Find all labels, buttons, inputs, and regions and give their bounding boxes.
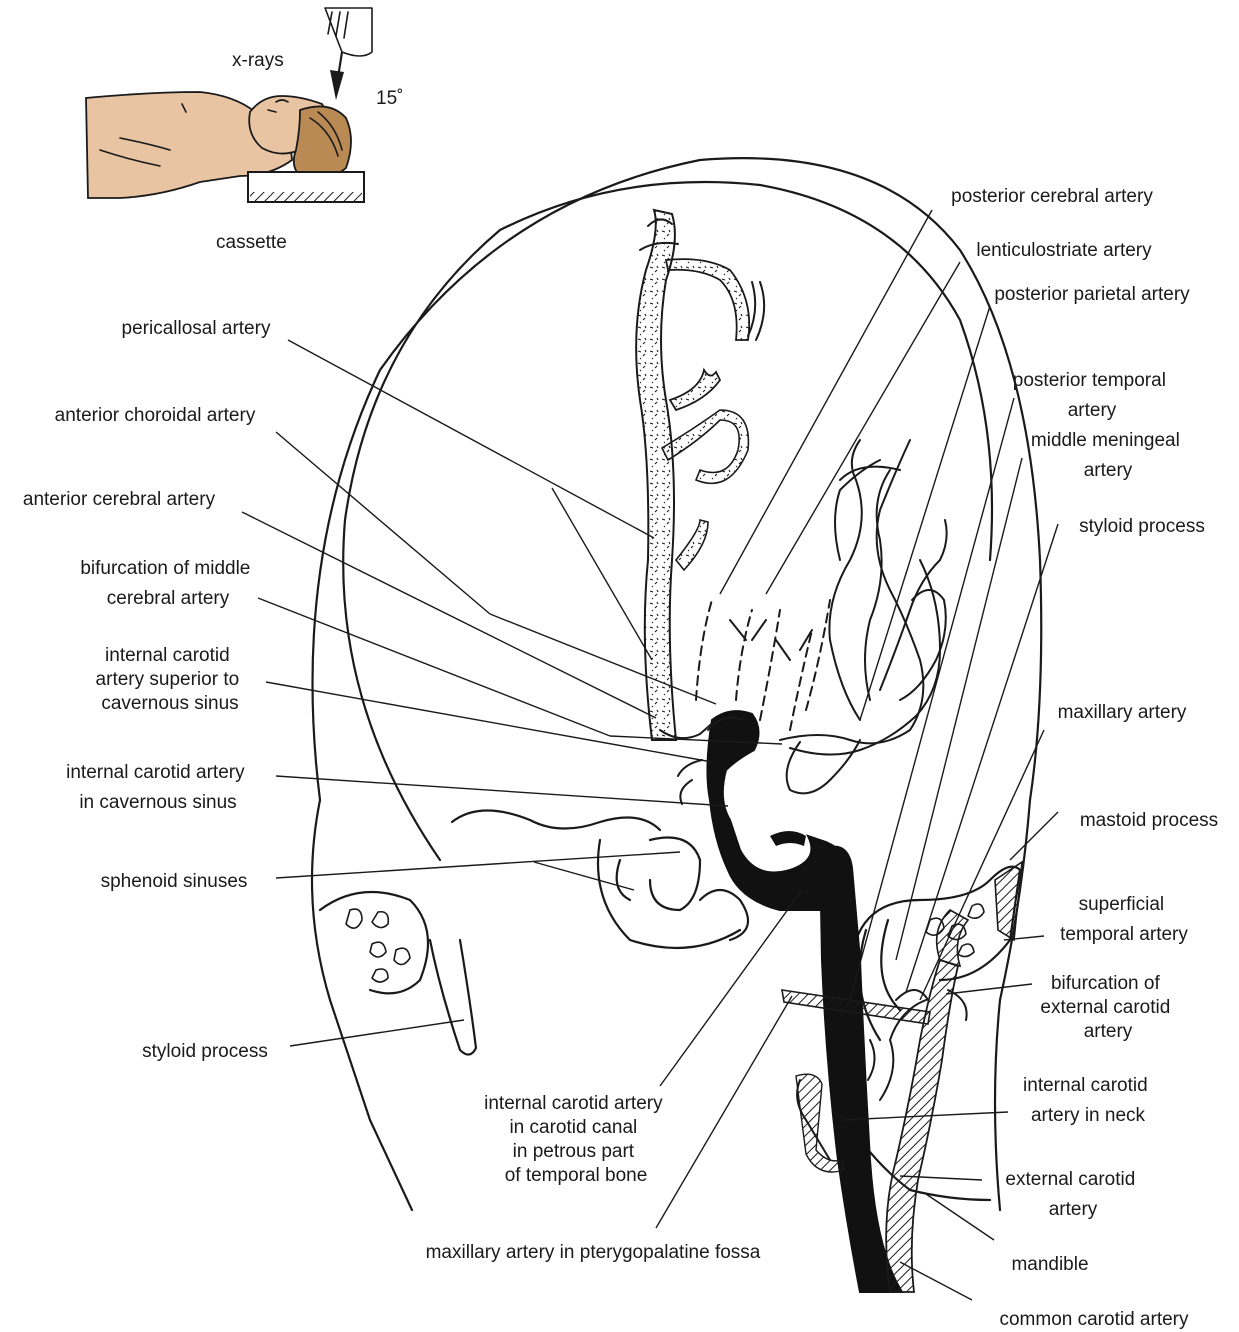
sphenoid-sinuses <box>452 810 748 948</box>
patient-hair <box>294 106 351 177</box>
label-pericallosal-artery: pericallosal artery <box>122 318 271 339</box>
lenticulostriate-branches <box>696 600 830 730</box>
label-posterior-temporal-artery: posterior temporal artery <box>1013 370 1171 421</box>
leader-maxillary-fossa <box>656 996 792 1228</box>
label-internal-carotid-neck: internal carotid artery in neck <box>1023 1075 1153 1126</box>
leader-posterior-cerebral <box>720 210 932 594</box>
label-anterior-cerebral-artery: anterior cerebral artery <box>23 489 216 510</box>
label-posterior-parietal-artery: posterior parietal artery <box>994 284 1190 305</box>
label-common-carotid-artery: common carotid artery <box>999 1309 1189 1330</box>
external-carotid-artery <box>880 910 968 1292</box>
label-bifurcation-middle-cerebral: bifurcation of middle cerebral artery <box>80 558 255 609</box>
angle-label: 15˚ <box>376 88 403 109</box>
leader-pericallosal <box>288 340 654 538</box>
label-middle-meningeal-artery: middle meningeal artery <box>1031 430 1185 481</box>
label-ica-in-cavernous: internal carotid artery in cavernous sin… <box>66 762 250 813</box>
label-mandible: mandible <box>1011 1254 1088 1275</box>
leader-bifurcation-mca <box>258 598 610 736</box>
leader-lenticulostriate <box>766 262 960 594</box>
label-ica-superior-cavernous: internal carotid artery superior to cave… <box>96 645 245 714</box>
label-ica-carotid-canal: internal carotid artery in carotid canal… <box>484 1093 668 1186</box>
leader-mastoid <box>1010 812 1058 860</box>
label-bifurcation-external-carotid: bifurcation of external carotid artery <box>1040 973 1175 1042</box>
leader-styloid-left <box>290 1020 464 1046</box>
leader-ica-carotid-canal <box>660 890 802 1086</box>
patient-positioning-inset: x-rays 15˚ cassette <box>86 8 403 253</box>
label-maxillary-artery: maxillary artery <box>1058 702 1187 723</box>
leader-anterior-choroidal <box>276 432 490 614</box>
xray-beam-arrow <box>330 52 344 100</box>
label-anterior-choroidal-artery: anterior choroidal artery <box>55 405 256 426</box>
label-external-carotid-artery: external carotid artery <box>1005 1169 1140 1220</box>
label-mastoid-process: mastoid process <box>1080 810 1218 831</box>
leader-anterior-cerebral <box>242 512 656 718</box>
leader-pericallosal-2 <box>552 488 652 660</box>
label-styloid-process-left: styloid process <box>142 1041 268 1062</box>
leader-anterior-choroidal-2 <box>490 614 716 704</box>
label-superficial-temporal-artery: superficial temporal artery <box>1060 894 1188 945</box>
label-maxillary-artery-pterygopalatine: maxillary artery in pterygopalatine foss… <box>426 1242 761 1263</box>
xrays-label: x-rays <box>232 50 284 71</box>
leader-ica-superior <box>266 682 712 762</box>
label-sphenoid-sinuses: sphenoid sinuses <box>101 871 248 892</box>
leader-maxillary <box>920 730 1044 1000</box>
cassette-label: cassette <box>216 232 287 253</box>
leader-ica-cavernous <box>276 776 728 806</box>
anatomy-labels: posterior cerebral artery lenticulostria… <box>23 186 1218 1330</box>
label-lenticulostriate-artery: lenticulostriate artery <box>976 240 1152 261</box>
label-posterior-cerebral-artery: posterior cerebral artery <box>951 186 1153 207</box>
leader-bifurcation-external <box>946 984 1032 994</box>
label-styloid-process-right: styloid process <box>1079 516 1205 537</box>
xray-tube-icon <box>325 8 372 56</box>
cassette-plate <box>248 172 364 202</box>
middle-cerebral-branches <box>780 440 947 793</box>
